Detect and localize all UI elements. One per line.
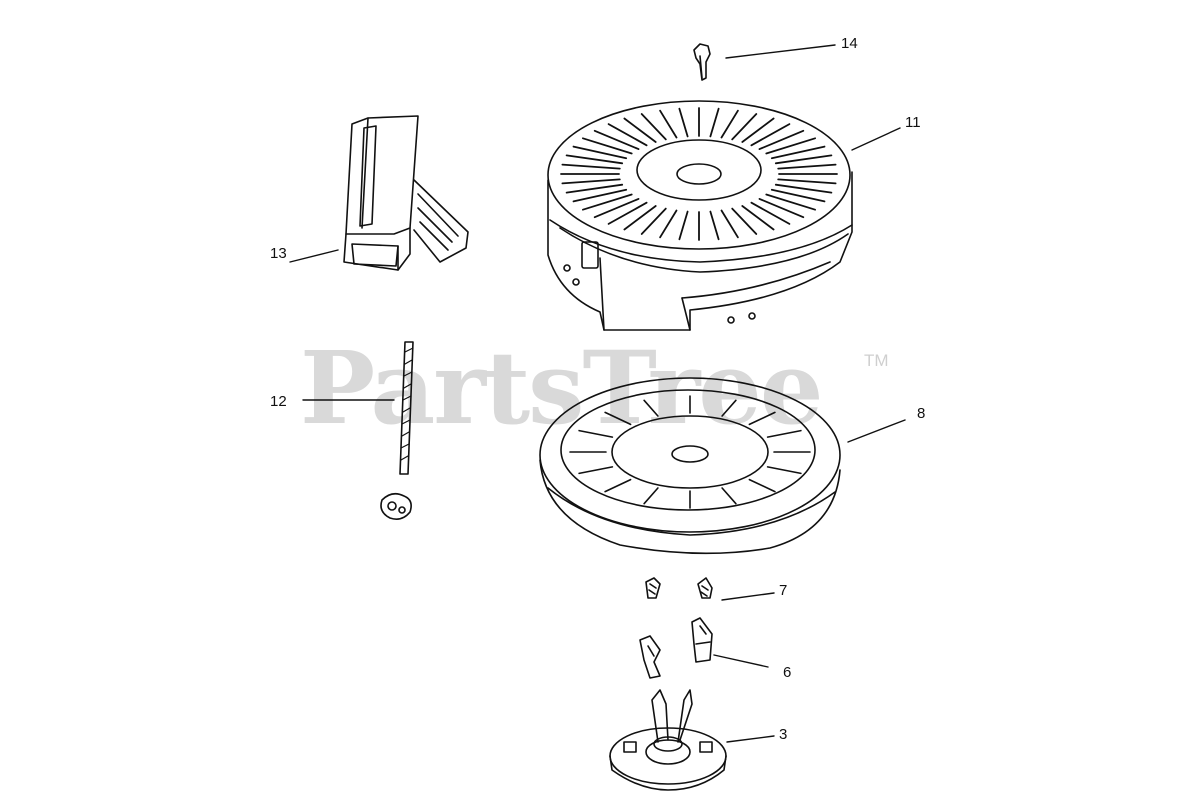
callout-6: 6: [783, 664, 792, 681]
housing-slot: [561, 163, 621, 170]
housing-slot: [565, 154, 624, 165]
housing-slot: [741, 205, 775, 231]
housing-slot: [765, 193, 816, 211]
watermark-text: PartsTree: [300, 329, 824, 447]
starter-handle-icon: [343, 115, 469, 271]
leader-line-6: [713, 654, 769, 668]
callout-11: 11: [905, 114, 921, 131]
leader-line-8: [847, 419, 906, 443]
starter-housing-icon: [547, 100, 853, 331]
starter-rope-icon: [380, 341, 414, 520]
housing-slot: [593, 197, 640, 219]
housing-slot: [758, 129, 805, 151]
housing-slot: [770, 145, 826, 160]
housing-slot: [582, 137, 633, 155]
housing-slot: [709, 210, 720, 241]
housing-slot: [731, 113, 758, 141]
housing-slot: [777, 178, 837, 185]
pulley-vane: [604, 478, 632, 493]
retainer-tab-left: [623, 741, 637, 753]
housing-slot: [750, 201, 791, 225]
housing-slot: [709, 107, 720, 138]
housing-slot: [659, 209, 678, 239]
housing-slot: [565, 183, 624, 194]
leader-line-13: [289, 249, 339, 263]
housing-slot: [678, 107, 689, 138]
pulley-vane: [604, 411, 632, 426]
leader-line-14: [725, 44, 836, 59]
housing-slot: [774, 183, 833, 194]
housing-slot: [607, 123, 648, 147]
starter-pin-icon: [693, 43, 711, 81]
housing-slot: [774, 154, 833, 165]
housing-slot: [640, 113, 667, 141]
housing-slot: [623, 205, 657, 231]
retainer-tab-right: [699, 741, 713, 753]
pulley-vane: [748, 478, 776, 493]
pulley-vane: [748, 411, 776, 426]
pulley-vane: [643, 399, 659, 417]
housing-slot: [659, 109, 678, 139]
housing-slot: [720, 109, 739, 139]
housing-slot: [765, 137, 816, 155]
housing-slot: [561, 178, 621, 185]
housing-slot: [741, 117, 775, 143]
leader-line-7: [721, 592, 775, 601]
pulley-vane: [643, 487, 659, 505]
pulley-vane: [766, 466, 802, 475]
housing-slot: [607, 201, 648, 225]
housing-slot: [572, 145, 628, 160]
housing-vent-slots: [560, 107, 838, 241]
pulley-vane: [766, 429, 802, 438]
housing-slot: [678, 210, 689, 241]
pulley-vane: [578, 429, 614, 438]
housing-slot: [640, 207, 667, 235]
housing-latch: [581, 241, 599, 269]
callout-12: 12: [270, 393, 287, 410]
housing-slot: [758, 197, 805, 219]
pawl-icon: [639, 617, 713, 679]
callout-13: 13: [270, 245, 287, 262]
housing-slot: [720, 209, 739, 239]
callout-3: 3: [779, 726, 788, 743]
leader-lines: [289, 44, 906, 743]
pulley-icon: [539, 377, 841, 555]
retainer-icon: [609, 689, 727, 791]
pulley-vane: [721, 399, 737, 417]
leader-line-3: [726, 735, 775, 743]
callout-7: 7: [779, 582, 788, 599]
housing-slot: [750, 123, 791, 147]
housing-slot: [777, 163, 837, 170]
pulley-vane: [721, 487, 737, 505]
housing-slot: [582, 193, 633, 211]
housing-slot: [770, 188, 826, 203]
housing-slot: [593, 129, 640, 151]
watermark-trademark: TM: [864, 351, 889, 370]
housing-slot: [572, 188, 628, 203]
callout-14: 14: [841, 35, 858, 52]
housing-slot: [623, 117, 657, 143]
pulley-vanes: [569, 395, 811, 509]
callout-8: 8: [917, 405, 926, 422]
rope-knot: [380, 492, 412, 520]
leader-line-11: [851, 127, 901, 151]
pulley-vane: [578, 466, 614, 475]
housing-slot: [731, 207, 758, 235]
spring-icon: [645, 577, 713, 599]
